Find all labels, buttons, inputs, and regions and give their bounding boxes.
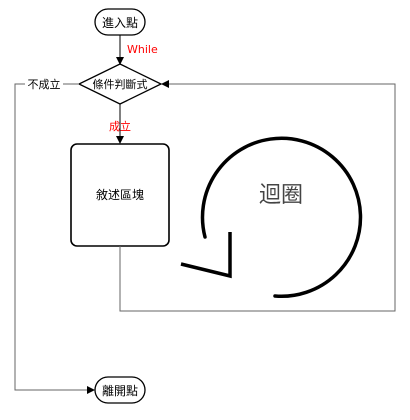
loop-arrowhead-icon <box>180 232 232 279</box>
loop-arc-icon <box>200 136 363 299</box>
loop-back-connector <box>119 80 396 312</box>
exit-node <box>94 376 146 404</box>
while-label: While <box>127 43 158 56</box>
loop-label: 迴圈 <box>259 183 303 208</box>
exit-label: 離開點 <box>102 384 138 398</box>
condition-label: 條件判斷式 <box>93 77 148 91</box>
statement-block-label: 敘述區塊 <box>96 187 144 202</box>
false-branch-label: 不成立 <box>28 77 61 91</box>
entry-label: 進入點 <box>102 16 138 30</box>
true-branch-label: 成立 <box>109 119 131 133</box>
